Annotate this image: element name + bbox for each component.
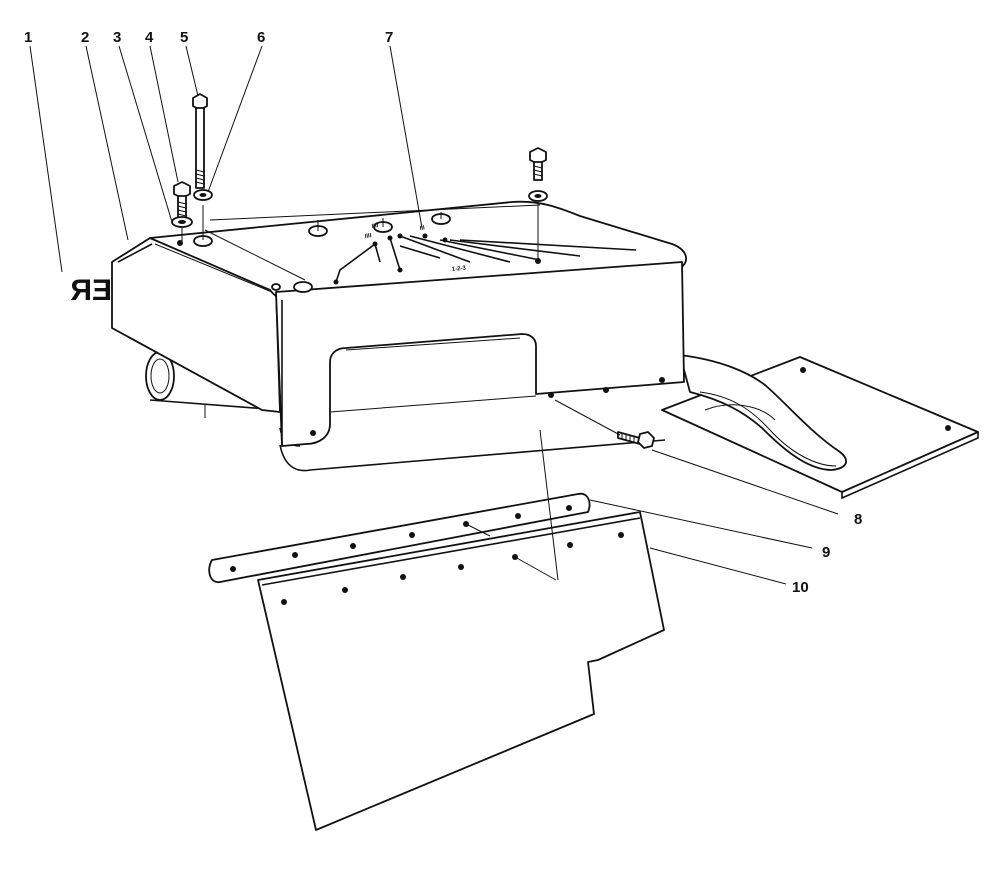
side-decal-lettering: ER: [70, 274, 112, 307]
screw-right: [617, 431, 655, 449]
callout-6: 6: [257, 29, 265, 46]
svg-text:IIII: IIII: [371, 223, 379, 230]
callout-4: 4: [145, 29, 154, 46]
callout-2: 2: [81, 29, 89, 46]
alignment-lines: [181, 202, 621, 581]
callout-3: 3: [113, 29, 121, 46]
bolt-right: [528, 147, 548, 202]
callout-9: 9: [822, 544, 830, 561]
leader-lines: [29, 45, 839, 585]
svg-text:IIII: IIII: [364, 233, 372, 240]
callout-10: 10: [792, 579, 809, 596]
washer-center: [193, 189, 213, 201]
bolt-long: [192, 93, 208, 189]
callout-8: 8: [854, 511, 862, 528]
mounting-bracket: [661, 354, 979, 500]
callout-7: 7: [385, 29, 393, 46]
callout-1: 1: [24, 29, 32, 46]
callout-labels: 1 2 3 4 5 6 7 8 9 10: [24, 29, 862, 596]
guard-housing: IIII IIII III 1-2-3 ER: [70, 200, 687, 447]
callout-5: 5: [180, 29, 188, 46]
washer-left: [171, 216, 193, 228]
bolt-left-short: [173, 181, 191, 219]
shift-pattern-decal: IIII IIII III 1-2-3: [333, 223, 637, 285]
rubber-flap: [257, 511, 665, 831]
mounting-strap: [208, 492, 591, 583]
plate-label: 1-2-3: [452, 265, 467, 273]
svg-text:III: III: [419, 225, 425, 232]
